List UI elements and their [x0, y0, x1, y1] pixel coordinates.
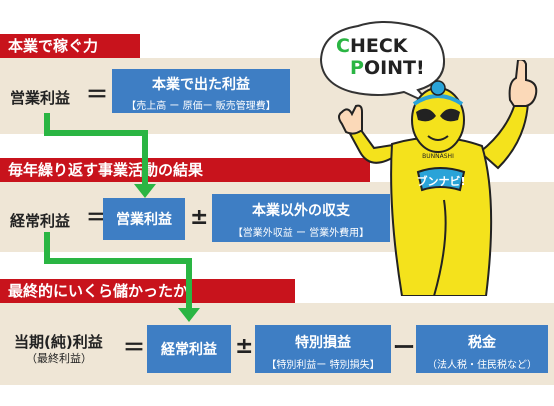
mascot-name-text: BUNNASHI — [422, 153, 454, 160]
section-3-title: 最終的にいくら儲かったか — [0, 279, 295, 303]
row3-box2: 特別損益 【特別利益ー 特別損失】 — [255, 325, 391, 373]
row3-box1: 経常利益 — [147, 325, 231, 373]
row3-box2-sub: 【特別利益ー 特別損失】 — [266, 360, 380, 371]
bubble-line-1-rest: HECK — [349, 35, 408, 57]
bubble-line-2-rest: OINT! — [363, 57, 425, 79]
row3-minus: ー — [393, 336, 416, 361]
flow-arrowhead-2 — [178, 308, 200, 322]
section-1-title: 本業で稼ぐ力 — [0, 34, 140, 58]
bubble-line-1: CHECK — [336, 36, 408, 56]
row3-label: 当期(純)利益 — [14, 333, 103, 351]
row2-box1-label: 営業利益 — [116, 212, 172, 228]
mascot-belt-text: ブンナビ! — [416, 174, 465, 188]
row1-label: 営業利益 — [10, 89, 71, 107]
row2-box1: 営業利益 — [103, 198, 185, 240]
flow-line-2-down — [186, 258, 192, 310]
bubble-line-2: POINT! — [350, 58, 425, 78]
row3-box3-sub: （法人税・住民税など） — [427, 360, 537, 371]
bubble-line-2-first: P — [350, 57, 364, 79]
row1-box-sub: 【売上高 ー 原価ー 販売管理費】 — [126, 101, 276, 112]
row2-equals: ＝ — [86, 206, 109, 231]
row3-equals: ＝ — [123, 336, 146, 361]
flow-arrowhead-1 — [134, 184, 156, 198]
row3-box1-label: 経常利益 — [161, 342, 217, 358]
row2-box2-main: 本業以外の収支 — [252, 203, 350, 219]
flow-line-1-down — [142, 130, 148, 186]
row3-plusminus: ± — [235, 334, 254, 359]
flow-line-2-vertical — [44, 232, 50, 264]
row1-box-main: 本業で出た利益 — [152, 77, 250, 93]
row2-box2: 本業以外の収支 【営業外収益 ー 営業外費用】 — [212, 194, 390, 242]
row3-label-sub: （最終利益） — [26, 352, 92, 365]
row2-label: 経常利益 — [10, 212, 71, 230]
row1-equals: ＝ — [86, 83, 109, 108]
row1-box: 本業で出た利益 【売上高 ー 原価ー 販売管理費】 — [112, 69, 290, 113]
row3-box2-main: 特別損益 — [295, 335, 351, 351]
row2-plusminus: ± — [190, 205, 209, 230]
section-2-title: 毎年繰り返す事業活動の結果 — [0, 158, 370, 182]
flow-line-1-horizontal — [44, 130, 148, 136]
flow-line-2-horizontal — [44, 258, 192, 264]
bubble-line-1-first: C — [336, 35, 350, 57]
row2-box2-sub: 【営業外収益 ー 営業外費用】 — [232, 228, 370, 239]
flow-line-1-vertical — [44, 113, 50, 136]
mascot-illustration: ブンナビ! BUNNASHI — [338, 60, 538, 296]
row3-box3-main: 税金 — [468, 335, 496, 351]
row3-box3: 税金 （法人税・住民税など） — [416, 325, 548, 373]
